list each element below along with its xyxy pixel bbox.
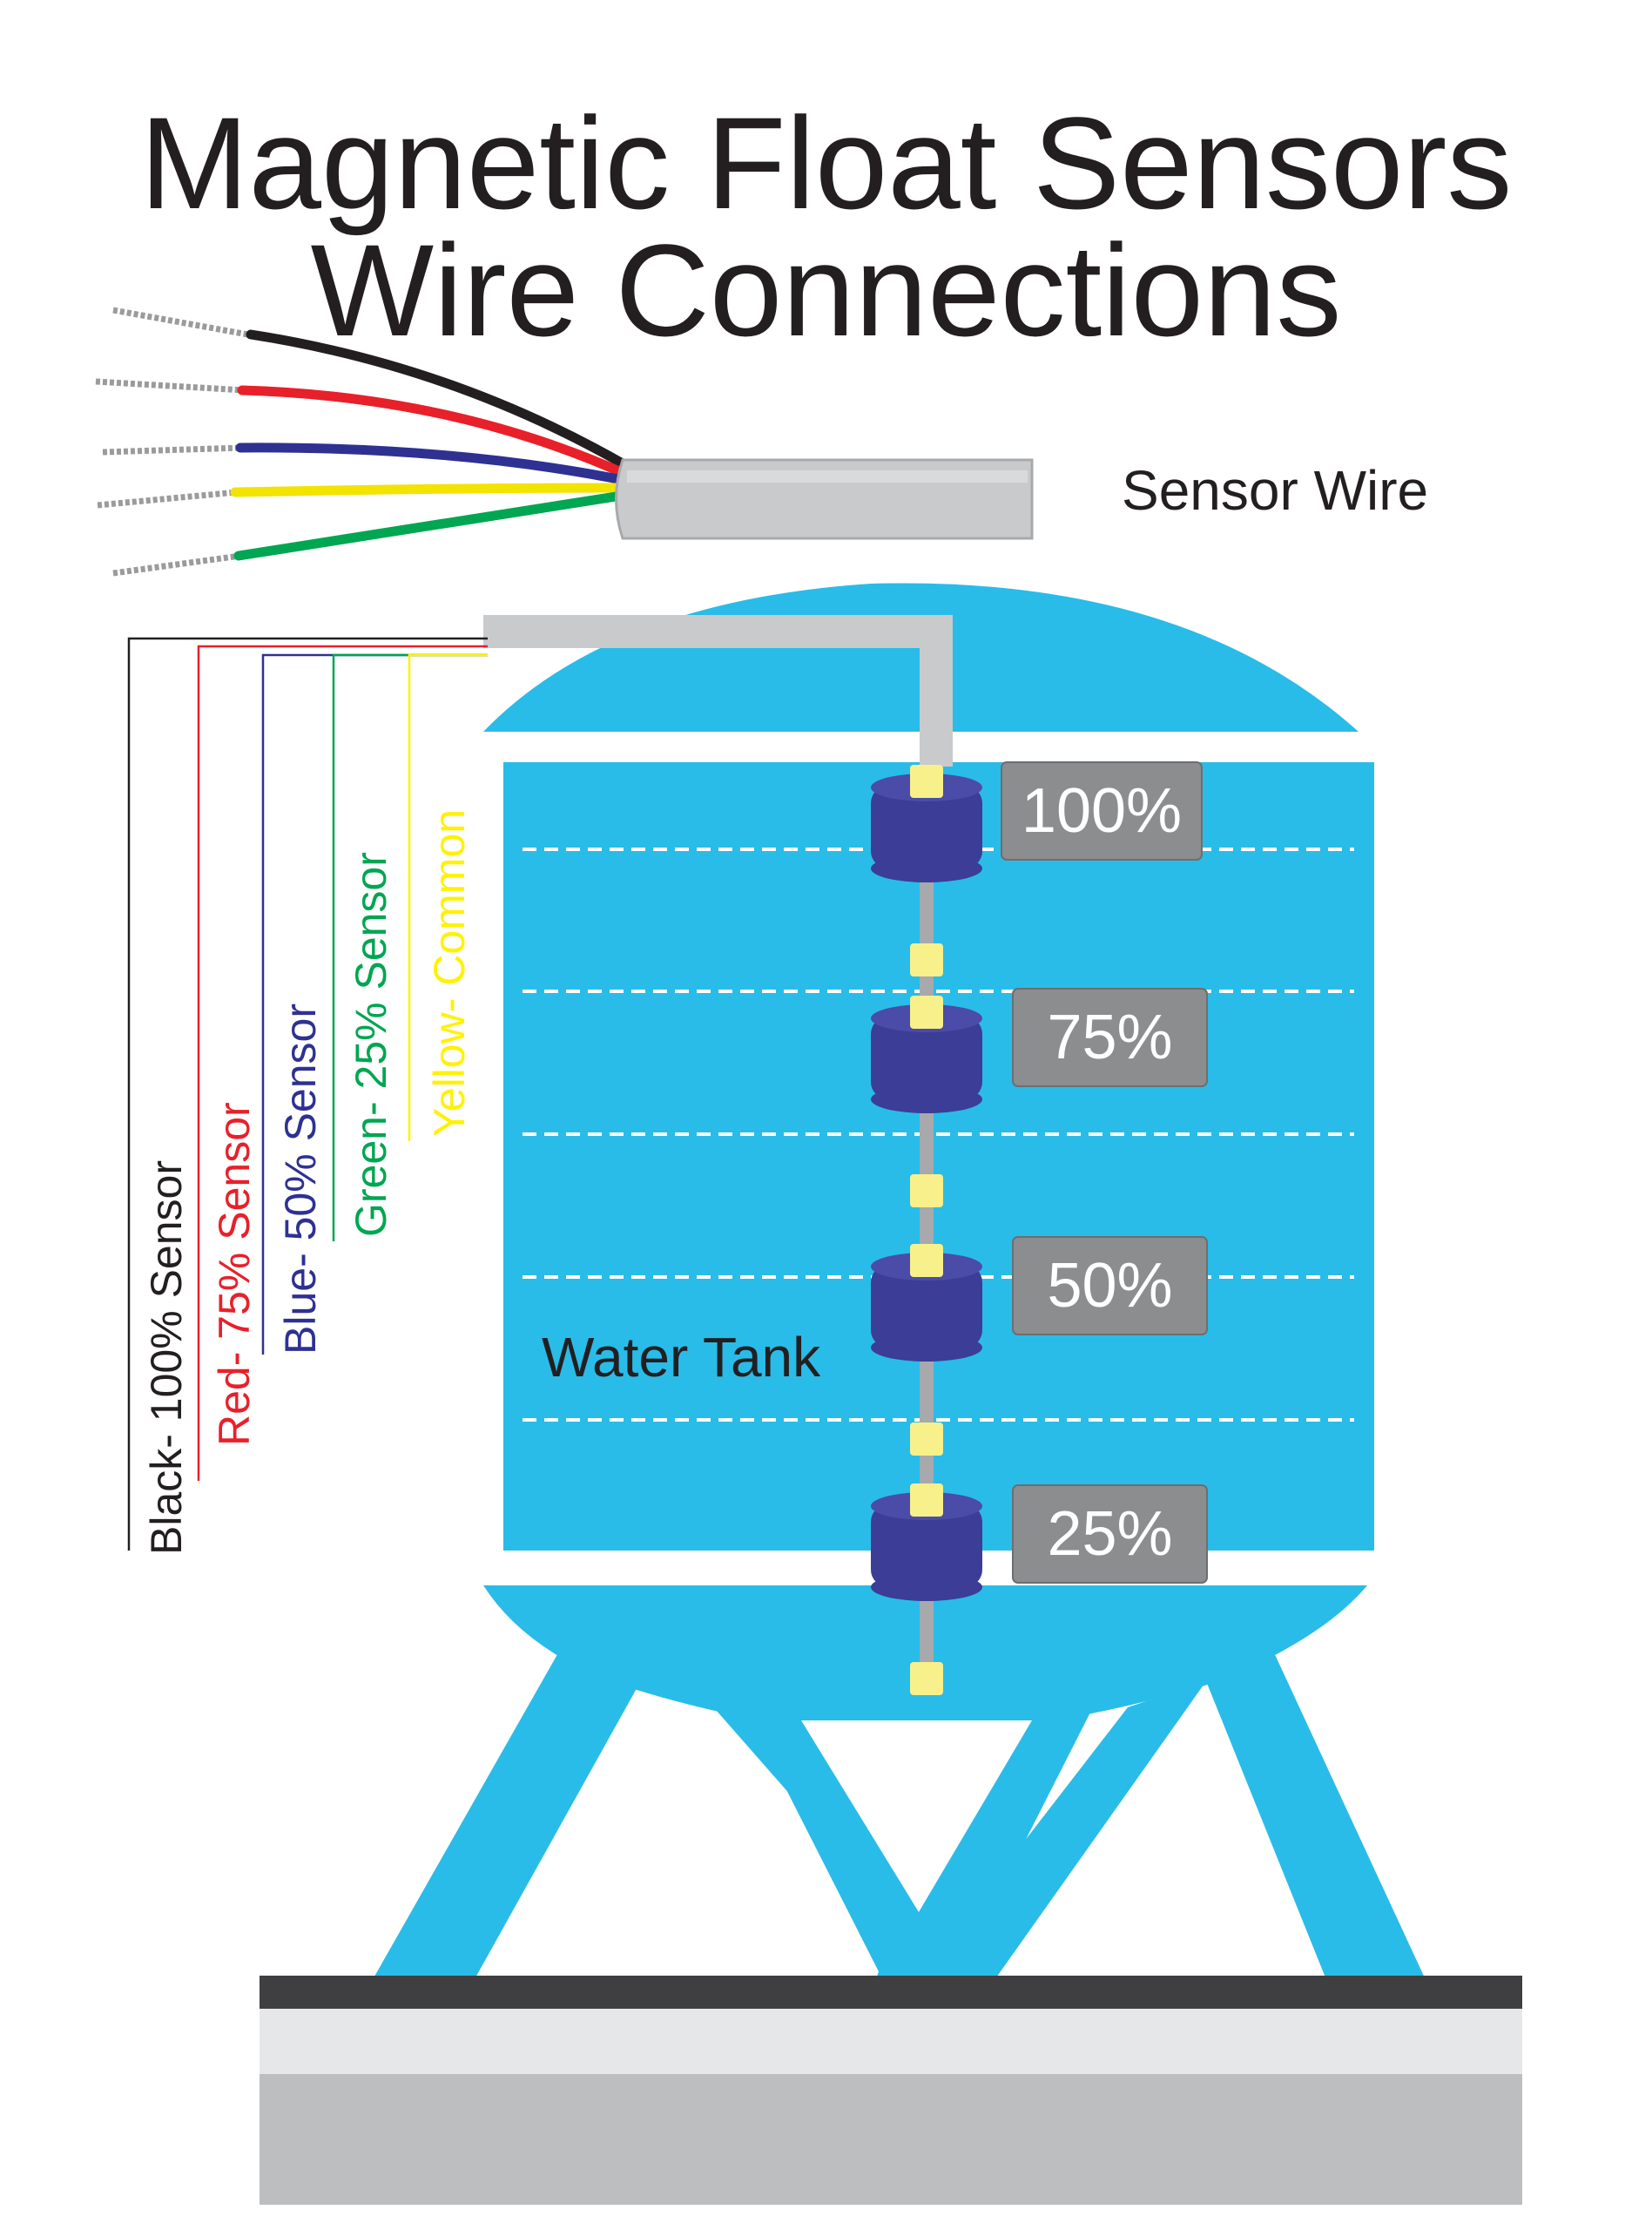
- level-label: 25%: [1047, 1499, 1172, 1569]
- level-box-1: 100%: [1001, 761, 1203, 861]
- leader-line-red: [197, 645, 488, 1481]
- float-cap: [910, 765, 943, 798]
- legend-blue: Blue- 50% Sensor: [276, 1004, 325, 1355]
- level-box-2: 75%: [1012, 988, 1208, 1087]
- float-cap: [910, 1483, 943, 1517]
- ground-light-strip: [260, 2009, 1522, 2074]
- black-wire: [246, 329, 632, 471]
- blue-wire: [235, 443, 632, 486]
- legend-black: Black- 100% Sensor: [142, 1160, 191, 1555]
- mounting-bracket: [483, 615, 953, 767]
- float-1: [871, 765, 982, 976]
- stop-collar: [910, 943, 943, 976]
- leader-line-yellow: [408, 653, 488, 1141]
- black-wire-strand: [112, 307, 253, 339]
- legend-green: Green- 25% Sensor: [347, 852, 395, 1237]
- red-wire: [237, 385, 632, 480]
- wire-legend: Black- 100% Sensor Red- 75% Sensor Blue-…: [142, 809, 474, 1555]
- stop-collar: [910, 1422, 943, 1456]
- blue-wire-strand: [102, 444, 243, 456]
- right-outer-leg: [1206, 1638, 1433, 1995]
- float-group: [871, 765, 982, 1695]
- yellow-wire: [230, 483, 632, 497]
- sensor-wire-label: Sensor Wire: [1122, 459, 1428, 522]
- sensor-cable: [95, 307, 1034, 577]
- level-label: 75%: [1047, 1003, 1172, 1072]
- ground: [260, 1976, 1522, 2205]
- ground-base: [260, 2074, 1522, 2205]
- left-outer-leg: [364, 1612, 660, 1995]
- stop-collar: [910, 1662, 943, 1695]
- legend-yellow: Yellow- Common: [425, 809, 474, 1137]
- level-label: 100%: [1022, 776, 1182, 846]
- tank-legs: [364, 1612, 1433, 1995]
- float-cap: [910, 1244, 943, 1277]
- legend-red: Red- 75% Sensor: [210, 1102, 259, 1446]
- level-labels: 100% 75% 50% 25%: [1001, 761, 1208, 1584]
- stop-collar: [910, 1174, 943, 1207]
- level-box-4: 25%: [1012, 1484, 1208, 1584]
- ground-top-strip: [260, 1976, 1522, 2009]
- title-line-1: Magnetic Float Sensors: [139, 90, 1513, 236]
- leader-line-black: [127, 637, 488, 1551]
- float-2: [871, 996, 982, 1207]
- green-wire: [233, 490, 632, 561]
- red-wire-strand: [95, 378, 245, 394]
- yellow-wire-strand: [97, 489, 238, 509]
- water-tank-label: Water Tank: [542, 1326, 821, 1389]
- float-3: [871, 1244, 982, 1456]
- float-4: [871, 1483, 982, 1695]
- title-line-2: Wire Connections: [310, 217, 1342, 363]
- float-cap: [910, 996, 943, 1029]
- green-wire-strand: [112, 552, 241, 577]
- level-box-3: 50%: [1012, 1236, 1208, 1335]
- wire-leader-lines: [127, 637, 488, 1551]
- level-label: 50%: [1047, 1251, 1172, 1321]
